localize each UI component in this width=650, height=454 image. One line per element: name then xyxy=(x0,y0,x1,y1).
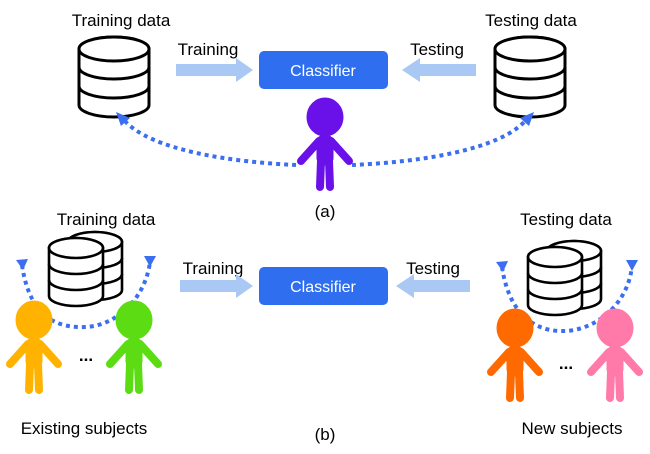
a-training-arrow-label: Training xyxy=(178,40,239,59)
a-person-icon xyxy=(301,98,349,187)
b-testing-bracket-head-left xyxy=(496,261,508,272)
b-training-data-label: Training data xyxy=(57,210,156,229)
b-testing-database-stack-icon xyxy=(526,239,603,317)
b-training-database-stack-icon xyxy=(47,230,124,308)
a-testing-arrow-label: Testing xyxy=(410,40,464,59)
b-testing-data-label: Testing data xyxy=(520,210,612,229)
b-testing-arrow-label: Testing xyxy=(406,259,460,278)
a-training-arrow xyxy=(176,58,253,82)
a-caption: (a) xyxy=(315,202,336,221)
a-dotted-arrow-left xyxy=(122,118,297,167)
b-existing-subject-green-person-icon xyxy=(110,301,158,390)
a-testing-arrow xyxy=(402,58,476,82)
a-testing-data-label: Testing data xyxy=(485,11,577,30)
a-classifier-box: Classifier xyxy=(259,51,388,89)
b-classifier-box: Classifier xyxy=(259,267,388,305)
a-dotted-arrow-right xyxy=(351,118,528,167)
b-training-bracket-head-right xyxy=(144,256,156,267)
b-testing-dotted-bracket xyxy=(500,265,634,334)
b-existing-subjects-label: Existing subjects xyxy=(21,419,148,438)
a-training-data-label: Training data xyxy=(72,11,171,30)
b-testing-bracket-head-right xyxy=(626,260,638,271)
b-ellipsis-left: ... xyxy=(79,346,93,365)
b-training-bracket-head-left xyxy=(16,259,28,270)
a-dotted-arrowhead-left xyxy=(116,112,130,126)
b-new-subject-pink-person-icon xyxy=(591,309,639,398)
b-existing-subject-yellow-person-icon xyxy=(10,301,58,390)
b-new-subjects-label: New subjects xyxy=(521,419,622,438)
a-classifier-label: Classifier xyxy=(290,63,356,80)
a-dotted-arrowhead-right xyxy=(520,112,534,126)
a-training-database-icon xyxy=(77,35,151,119)
b-new-subject-orange-person-icon xyxy=(491,309,539,398)
b-ellipsis-right: ... xyxy=(559,354,573,373)
b-training-arrow xyxy=(180,274,253,298)
b-classifier-label: Classifier xyxy=(290,279,356,296)
b-training-arrow-label: Training xyxy=(183,259,244,278)
b-caption: (b) xyxy=(315,425,336,444)
b-testing-arrow xyxy=(396,274,470,298)
a-testing-database-icon xyxy=(493,35,567,119)
